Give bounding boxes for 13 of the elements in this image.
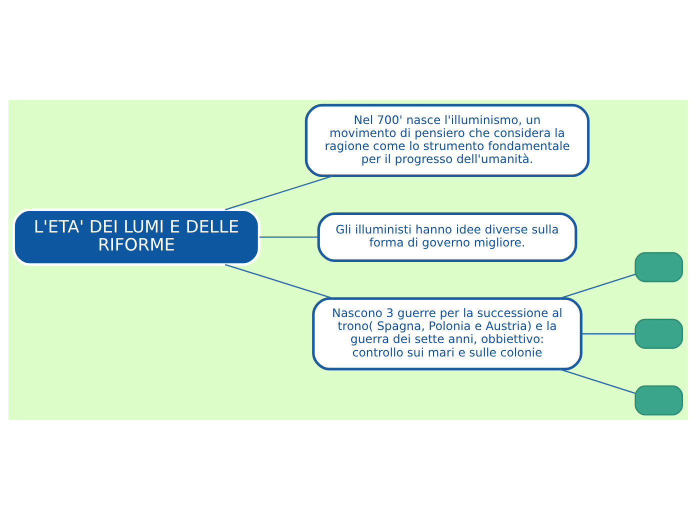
node-box: Nel 700' nasce l'illuminismo, un movimento di pensiero che considera la ragione come lo strumento fondamentale per il progresso dell'umanità. [304,104,590,178]
node-box [634,252,684,282]
connector [560,274,636,299]
node-box [634,318,684,349]
connector [225,264,334,300]
node-box [634,385,684,416]
node-box: Nascono 3 guerre per la successione al trono( Spagna, Polonia e Austria) e la guerra dei sette anni, obbiettivo: controllo sui mari e sulle colonie [312,297,582,370]
connector [225,175,334,210]
connector [560,368,636,394]
node-box: Gli illuministi hanno idee diverse sulla forma di governo migliore. [317,212,578,262]
connector [582,333,635,334]
node-box: L'ETA' DEI LUMI E DELLE RIFORME [12,208,260,266]
connector [260,236,318,238]
